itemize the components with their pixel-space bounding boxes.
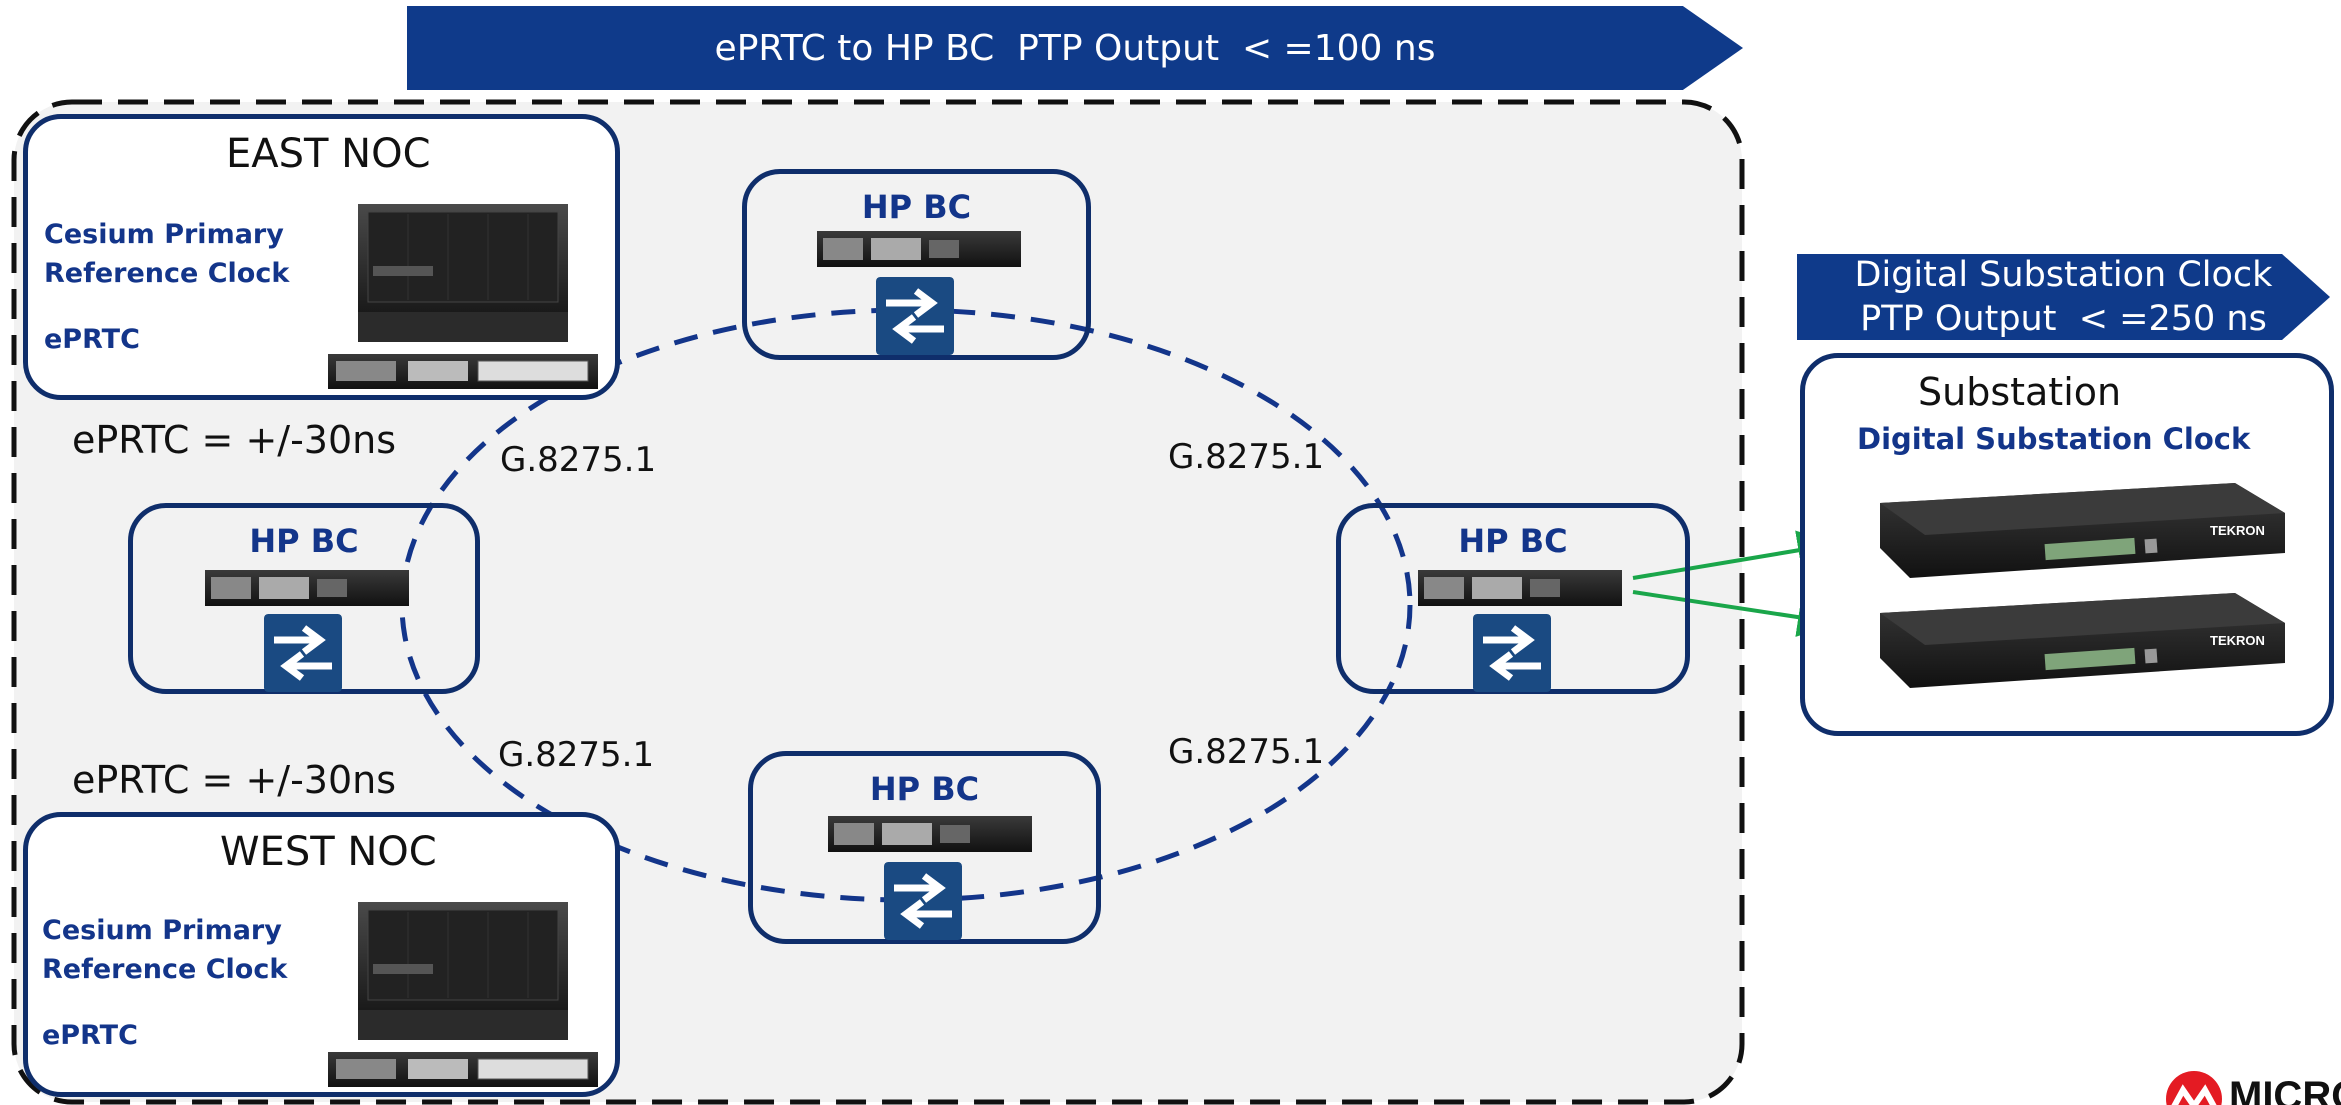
substation-clock-image-1: TEKRON <box>1880 483 2285 578</box>
microchip-logo-mark <box>2166 1071 2222 1105</box>
hp-bc-left-switch-icon <box>264 614 342 692</box>
hp-bc-left-device-image <box>205 570 409 606</box>
link-label-upper-left: G.8275.1 <box>500 440 657 480</box>
right-banner: Digital Substation Clock PTP Output < =2… <box>1797 254 2330 340</box>
hp-bc-bottom-device-image <box>828 816 1032 852</box>
hp-bc-bottom-switch-icon <box>884 862 962 940</box>
hp-bc-top-title: HP BC <box>861 188 972 226</box>
substation-clock-1-brand: TEKRON <box>2210 523 2265 538</box>
hp-bc-right-title: HP BC <box>1458 522 1568 560</box>
top-banner-text: ePRTC to HP BC PTP Output < =100 ns <box>714 27 1436 69</box>
east-noc-label-1: Cesium Primary <box>44 219 284 250</box>
west-cesium-clock-image <box>328 902 598 1087</box>
arrow-to-clock-1 <box>1632 530 1838 580</box>
arrow-to-clock-2 <box>1632 590 1838 637</box>
west-noc-title: WEST NOC <box>220 829 437 875</box>
substation-title: Substation <box>1918 370 2122 414</box>
hp-bc-bottom-title: HP BC <box>869 770 980 808</box>
hp-bc-top-switch-icon <box>876 277 954 355</box>
substation-box: Substation Digital Substation Clock TEKR… <box>1800 353 2334 736</box>
hp-bc-right-device-image <box>1418 570 1622 606</box>
substation-subtitle: Digital Substation Clock <box>1857 422 2251 456</box>
hp-bc-top-device-image <box>817 231 1021 267</box>
link-label-upper-right: G.8275.1 <box>1168 437 1325 477</box>
top-banner: ePRTC to HP BC PTP Output < =100 ns <box>407 6 1743 90</box>
substation-clock-2-brand: TEKRON <box>2210 633 2265 648</box>
west-accuracy-label: ePRTC = +/-30ns <box>72 758 397 802</box>
east-accuracy-label: ePRTC = +/-30ns <box>72 418 397 462</box>
hp-bc-right-switch-icon <box>1473 614 1551 692</box>
west-noc-label-2: Reference Clock <box>42 954 288 985</box>
microchip-logo-text: MICROCHIP <box>2229 1074 2341 1105</box>
substation-clock-image-2: TEKRON <box>1880 593 2285 688</box>
hp-bc-right-box: HP BC <box>1336 503 1690 694</box>
west-noc-label-1: Cesium Primary <box>42 915 282 946</box>
right-banner-line2: PTP Output < =250 ns <box>1860 299 2267 339</box>
east-noc-box: EAST NOC Cesium Primary Reference Clock … <box>23 114 620 400</box>
east-noc-label-2: Reference Clock <box>44 258 290 289</box>
link-label-lower-right: G.8275.1 <box>1168 732 1325 772</box>
link-label-lower-left: G.8275.1 <box>498 735 655 775</box>
east-noc-title: EAST NOC <box>226 131 431 177</box>
hp-bc-left-title: HP BC <box>249 522 359 560</box>
west-noc-box: WEST NOC Cesium Primary Reference Clock … <box>23 812 620 1097</box>
west-noc-label-3: ePRTC <box>42 1020 138 1051</box>
right-banner-line1: Digital Substation Clock <box>1854 255 2273 295</box>
ptp-ring <box>399 307 1413 903</box>
microchip-logo: MICROCHIP <box>2163 1068 2341 1105</box>
east-cesium-clock-image <box>328 204 598 389</box>
hp-bc-top-box: HP BC <box>742 169 1091 360</box>
hp-bc-bottom-box: HP BC <box>748 751 1101 944</box>
east-noc-label-3: ePRTC <box>44 324 140 355</box>
